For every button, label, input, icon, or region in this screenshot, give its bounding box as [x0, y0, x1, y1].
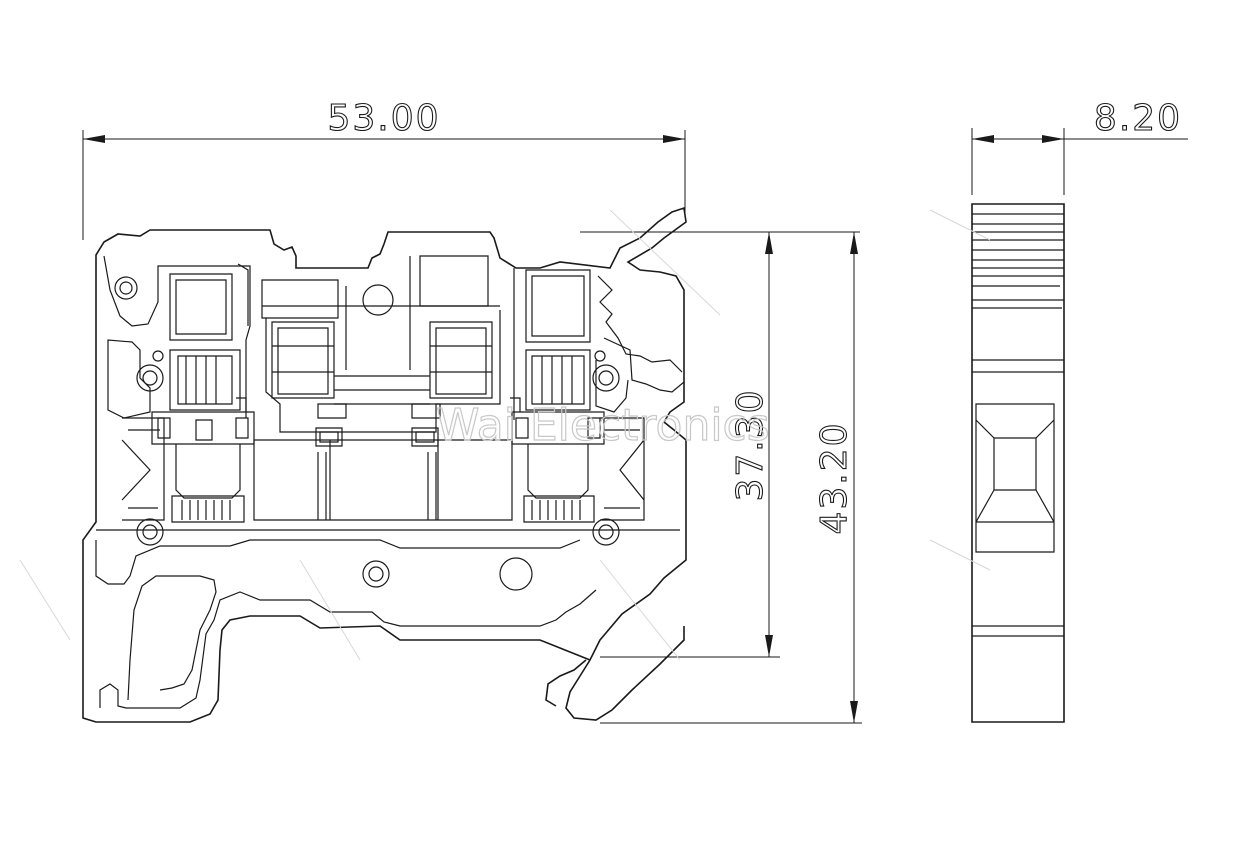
- watermark-text: Wai Electronics: [436, 400, 770, 451]
- left-screw-clamp: [169, 349, 241, 411]
- height-outer-label: 43.20: [814, 421, 855, 534]
- thickness-dimension: 8.20: [971, 97, 1188, 195]
- watermark-stamps: [19, 209, 991, 661]
- left-foot: [82, 572, 591, 723]
- side-view: [971, 203, 1065, 723]
- height-outer-dimension: 43.20: [600, 232, 862, 724]
- width-label: 53.00: [327, 98, 440, 139]
- thickness-label: 8.20: [1094, 98, 1182, 139]
- width-dimension: 53.00: [82, 97, 686, 240]
- height-inner-label: 37.30: [730, 388, 771, 501]
- left-foot-inner: [99, 589, 597, 709]
- front-view: [82, 206, 687, 723]
- right-screw-clamp: [525, 349, 591, 411]
- mounting-holes: [114, 276, 620, 591]
- front-outer-contour: [82, 206, 687, 721]
- height-inner-dimension: 37.30: [580, 231, 860, 658]
